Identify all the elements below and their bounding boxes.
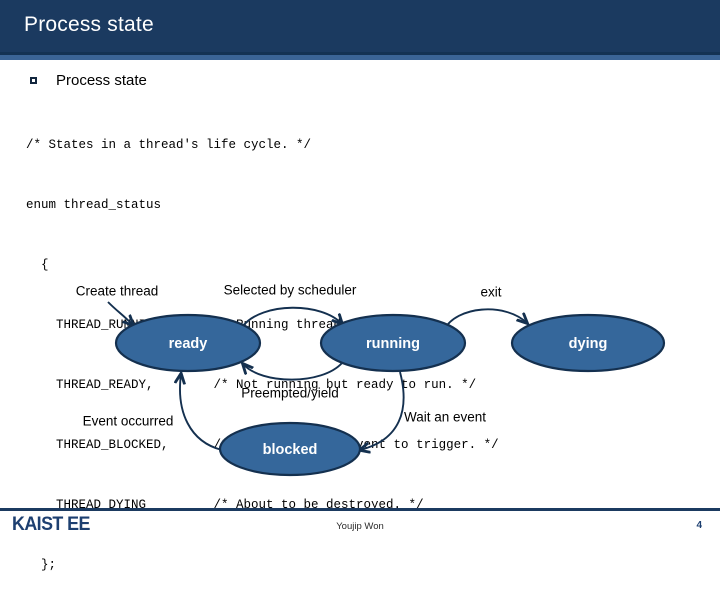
edge-create-thread xyxy=(107,301,133,325)
state-node-ready[interactable] xyxy=(114,313,262,373)
state-node-running[interactable] xyxy=(319,313,467,373)
code-line: /* States in a thread's life cycle. */ xyxy=(26,138,312,152)
code-line: THREAD_DYING /* About to be destroyed. *… xyxy=(26,498,424,512)
edge-label-selected-by-scheduler: Selected by scheduler xyxy=(224,283,357,298)
bullet-item: Process state xyxy=(30,72,147,89)
edge-exit xyxy=(443,308,527,331)
code-line: }; xyxy=(26,558,57,572)
header-divider-light xyxy=(0,55,720,60)
page-title: Process state xyxy=(24,13,154,36)
kaist-ee-logo: KAIST EE xyxy=(12,514,90,535)
bullet-item-label: Process state xyxy=(56,72,147,89)
state-diagram: ready running dying blocked Create threa… xyxy=(0,262,720,492)
edge-wait-an-event xyxy=(360,371,405,450)
footer-divider xyxy=(0,508,720,511)
code-line: enum thread_status xyxy=(26,198,162,212)
state-label-ready: ready xyxy=(169,336,208,352)
code-line: THREAD_READY, /* Not running but ready t… xyxy=(26,378,477,392)
state-label-blocked: blocked xyxy=(263,442,318,458)
edge-label-wait-an-event: Wait an event xyxy=(404,410,486,425)
state-label-running: running xyxy=(366,336,420,352)
state-label-dying: dying xyxy=(569,336,608,352)
edge-label-preempted-yield: Preempted/yield xyxy=(241,386,339,401)
edge-preempted-yield xyxy=(243,363,343,381)
edge-label-event-occurred: Event occurred xyxy=(83,414,174,429)
header-divider-dark xyxy=(0,52,720,55)
edge-label-exit: exit xyxy=(480,285,501,300)
page-number: 4 xyxy=(696,520,702,531)
state-node-blocked[interactable] xyxy=(218,421,362,477)
state-node-dying[interactable] xyxy=(510,313,666,373)
footer-author: Youjip Won xyxy=(336,521,384,532)
square-bullet-icon xyxy=(30,77,37,84)
edge-label-create-thread: Create thread xyxy=(76,284,159,299)
code-line: { xyxy=(26,258,49,272)
edge-selected-by-scheduler xyxy=(242,306,342,326)
edge-event-occurred xyxy=(180,374,223,451)
slide-header xyxy=(0,0,720,52)
